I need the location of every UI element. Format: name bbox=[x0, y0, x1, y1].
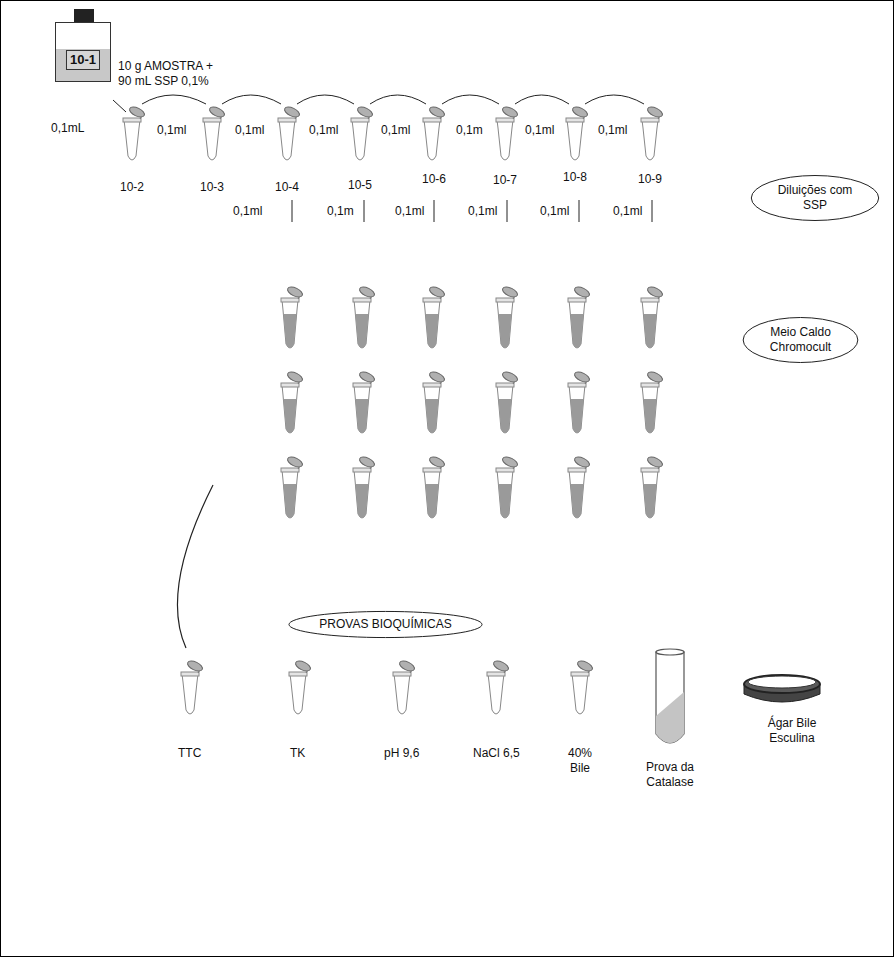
petri-dish bbox=[744, 675, 820, 702]
transfer-curve bbox=[177, 485, 213, 648]
volume-label: 0,1ml bbox=[598, 123, 627, 138]
volume-label: 0,1m bbox=[327, 204, 354, 219]
bottle-cap bbox=[74, 9, 94, 23]
dilution-label: 10-8 bbox=[563, 170, 587, 185]
test-label: pH 9,6 bbox=[384, 746, 419, 761]
dilution-label: 10-5 bbox=[348, 178, 372, 193]
dilution-label: 10-4 bbox=[275, 180, 299, 195]
test-label: Ágar Bile Esculina bbox=[750, 716, 834, 746]
transfer-lines bbox=[292, 200, 652, 222]
volume-label: 0,1ml bbox=[525, 123, 554, 138]
volume-label: 0,1ml bbox=[395, 204, 424, 219]
test-label: Prova da Catalase bbox=[638, 760, 702, 790]
test-label: 40% Bile bbox=[562, 746, 598, 776]
transfer-line bbox=[113, 100, 126, 112]
volume-label: 0,1m bbox=[456, 123, 483, 138]
note-ellipse: Diluições com SSP bbox=[750, 173, 880, 223]
volume-label: 0,1ml bbox=[468, 204, 497, 219]
ellipse-text: PROVAS BIOQUÍMICAS bbox=[319, 617, 451, 632]
dilution-label: 10-6 bbox=[422, 172, 446, 187]
section-ellipse: PROVAS BIOQUÍMICAS bbox=[287, 610, 484, 639]
sample-bottle: 10-110 g AMOSTRA + 90 mL SSP 0,1% bbox=[55, 22, 111, 82]
dilution-label: 10-9 bbox=[638, 172, 662, 187]
dilution-tubes bbox=[123, 105, 664, 160]
bottle-label: 10-1 bbox=[66, 50, 100, 70]
catalase-tube bbox=[656, 649, 684, 743]
volume-label: 0,1ml bbox=[235, 123, 264, 138]
note-ellipse: Meio Caldo Chromocult bbox=[742, 315, 859, 365]
dilution-label: 10-2 bbox=[120, 180, 144, 195]
volume-label: 0,1ml bbox=[613, 204, 642, 219]
volume-label: 0,1ml bbox=[381, 123, 410, 138]
dilution-label: 10-3 bbox=[200, 180, 224, 195]
volume-label: 0,1ml bbox=[309, 123, 338, 138]
dilution-label: 10-7 bbox=[493, 173, 517, 188]
broth-tubes bbox=[281, 285, 664, 518]
transfer-arcs bbox=[142, 95, 644, 104]
volume-label: 0,1ml bbox=[157, 123, 186, 138]
sample-note: 10 g AMOSTRA + 90 mL SSP 0,1% bbox=[118, 59, 216, 89]
test-label: TK bbox=[290, 746, 305, 761]
volume-label: 0,1ml bbox=[540, 204, 569, 219]
ellipse-text: Meio Caldo Chromocult bbox=[764, 325, 838, 355]
test-label: TTC bbox=[178, 746, 201, 761]
test-tubes bbox=[181, 659, 594, 714]
ellipse-text: Diluições com SSP bbox=[773, 183, 857, 213]
volume-label: 0,1ml bbox=[233, 204, 262, 219]
volume-label: 0,1mL bbox=[51, 121, 84, 136]
test-label: NaCl 6,5 bbox=[473, 746, 520, 761]
